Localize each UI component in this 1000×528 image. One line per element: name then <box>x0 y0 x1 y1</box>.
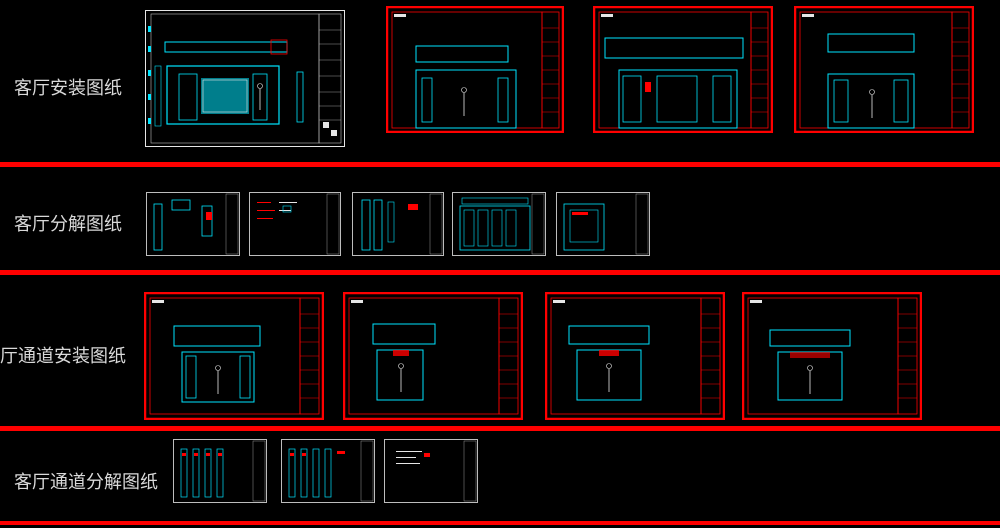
drawing-thumbnail-passage-decompose-2[interactable] <box>281 439 375 503</box>
section-divider <box>0 426 1000 431</box>
drawing-thumbnail-passage-decompose-3[interactable] <box>384 439 478 503</box>
drawing-thumbnail-passage-install-1[interactable] <box>144 292 324 420</box>
section-divider <box>0 270 1000 275</box>
drawing-thumbnail-living-decompose-3[interactable] <box>352 192 444 256</box>
section-divider <box>0 162 1000 167</box>
drawing-thumbnail-passage-install-2[interactable] <box>343 292 523 420</box>
drawing-thumbnail-passage-install-3[interactable] <box>545 292 725 420</box>
drawing-thumbnail-living-decompose-1[interactable] <box>146 192 240 256</box>
drawing-thumbnail-living-decompose-2[interactable] <box>249 192 341 256</box>
section-label-living-room-install: 客厅安装图纸 <box>14 78 122 99</box>
drawing-thumbnail-passage-decompose-1[interactable] <box>173 439 267 503</box>
drawing-thumbnail-living-install-4[interactable] <box>794 6 974 133</box>
drawing-thumbnail-living-decompose-4[interactable] <box>452 192 546 256</box>
section-label-passage-install: 厅通道安装图纸 <box>0 346 126 367</box>
drawing-thumbnail-living-install-3[interactable] <box>593 6 773 133</box>
drawing-thumbnail-living-decompose-5[interactable] <box>556 192 650 256</box>
section-label-living-room-decompose: 客厅分解图纸 <box>14 214 122 235</box>
drawing-thumbnail-living-install-2[interactable] <box>386 6 564 133</box>
section-divider <box>0 521 1000 525</box>
drawing-thumbnail-living-install-main[interactable] <box>145 10 345 147</box>
section-label-passage-decompose: 客厅通道分解图纸 <box>14 472 158 493</box>
drawing-thumbnail-passage-install-4[interactable] <box>742 292 922 420</box>
